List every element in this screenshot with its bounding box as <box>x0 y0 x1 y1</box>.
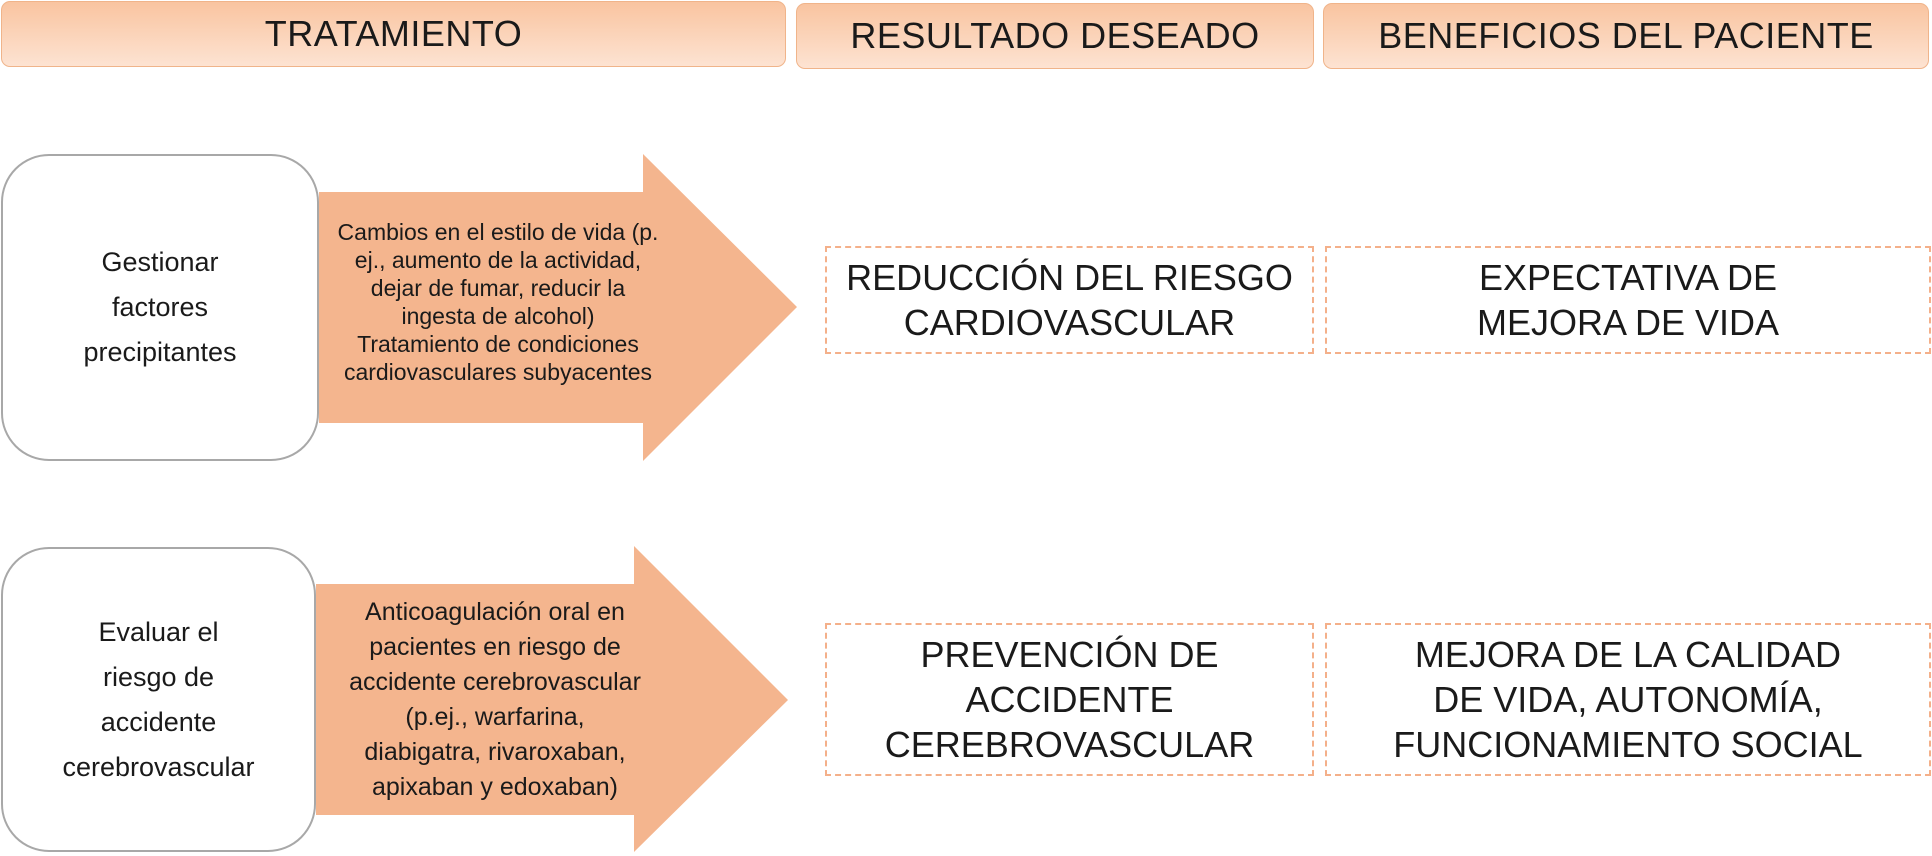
treatment-line: ingesta de alcohol) <box>401 303 595 329</box>
header-treatment-label: TRATAMIENTO <box>264 13 523 54</box>
treatment-arrow-2 <box>316 546 788 852</box>
treatment-line: accidente cerebrovascular <box>349 668 641 696</box>
header-patient-benefits-label: BENEFICIOS DEL PACIENTE <box>1378 15 1874 56</box>
treatment-line: Tratamiento de condiciones <box>357 331 639 357</box>
treatment-line: dejar de fumar, reducir la <box>370 275 626 301</box>
goal-label: Evaluar el riesgo de accidente cerebrova… <box>62 616 255 782</box>
goal-label: Gestionar factores precipitantes <box>83 247 237 367</box>
treatment-line: apixaban y edoxaban) <box>371 773 619 801</box>
treatment-line: Anticoagulación oral en <box>365 598 625 626</box>
treatment-line: ej., aumento de la actividad, <box>354 247 642 273</box>
treatment-arrow-1 <box>319 154 797 461</box>
result-box-cardiovascular-risk: REDUCCIÓN DEL RIESGO CARDIOVASCULAR <box>825 246 1314 354</box>
treatment-line: pacientes en riesgo de <box>369 633 621 661</box>
treatment-line: diabigatra, rivaroxaban, <box>364 738 626 766</box>
treatment-line: (p.ej., warfarina, <box>405 703 585 731</box>
goal-box-precipitating-factors: Gestionar factores precipitantes <box>1 154 319 461</box>
treatment-line: cardiovasculares subyacentes <box>343 359 653 385</box>
goal-box-stroke-risk: Evaluar el riesgo de accidente cerebrova… <box>1 547 316 852</box>
header-patient-benefits: BENEFICIOS DEL PACIENTE <box>1323 3 1929 69</box>
header-desired-result-label: RESULTADO DESEADO <box>850 15 1260 56</box>
treatment-line: Cambios en el estilo de vida (p. <box>337 219 659 245</box>
result-label: REDUCCIÓN DEL RIESGO CARDIOVASCULAR <box>846 257 1293 343</box>
benefit-box-life-expectancy: EXPECTATIVA DE MEJORA DE VIDA <box>1325 246 1931 354</box>
header-treatment: TRATAMIENTO <box>1 1 786 67</box>
result-label: PREVENCIÓN DE ACCIDENTE CEREBROVASCULAR <box>884 634 1255 765</box>
benefit-box-quality-of-life: MEJORA DE LA CALIDAD DE VIDA, AUTONOMÍA,… <box>1325 623 1931 776</box>
result-box-stroke-prevention: PREVENCIÓN DE ACCIDENTE CEREBROVASCULAR <box>825 623 1314 776</box>
benefit-label: MEJORA DE LA CALIDAD DE VIDA, AUTONOMÍA,… <box>1393 634 1863 765</box>
benefit-label: EXPECTATIVA DE MEJORA DE VIDA <box>1476 257 1780 343</box>
header-desired-result: RESULTADO DESEADO <box>796 3 1314 69</box>
treatment-text-2: Anticoagulación oral en pacientes en rie… <box>315 595 675 805</box>
treatment-text-1: Cambios en el estilo de vida (p. ej., au… <box>318 218 678 386</box>
